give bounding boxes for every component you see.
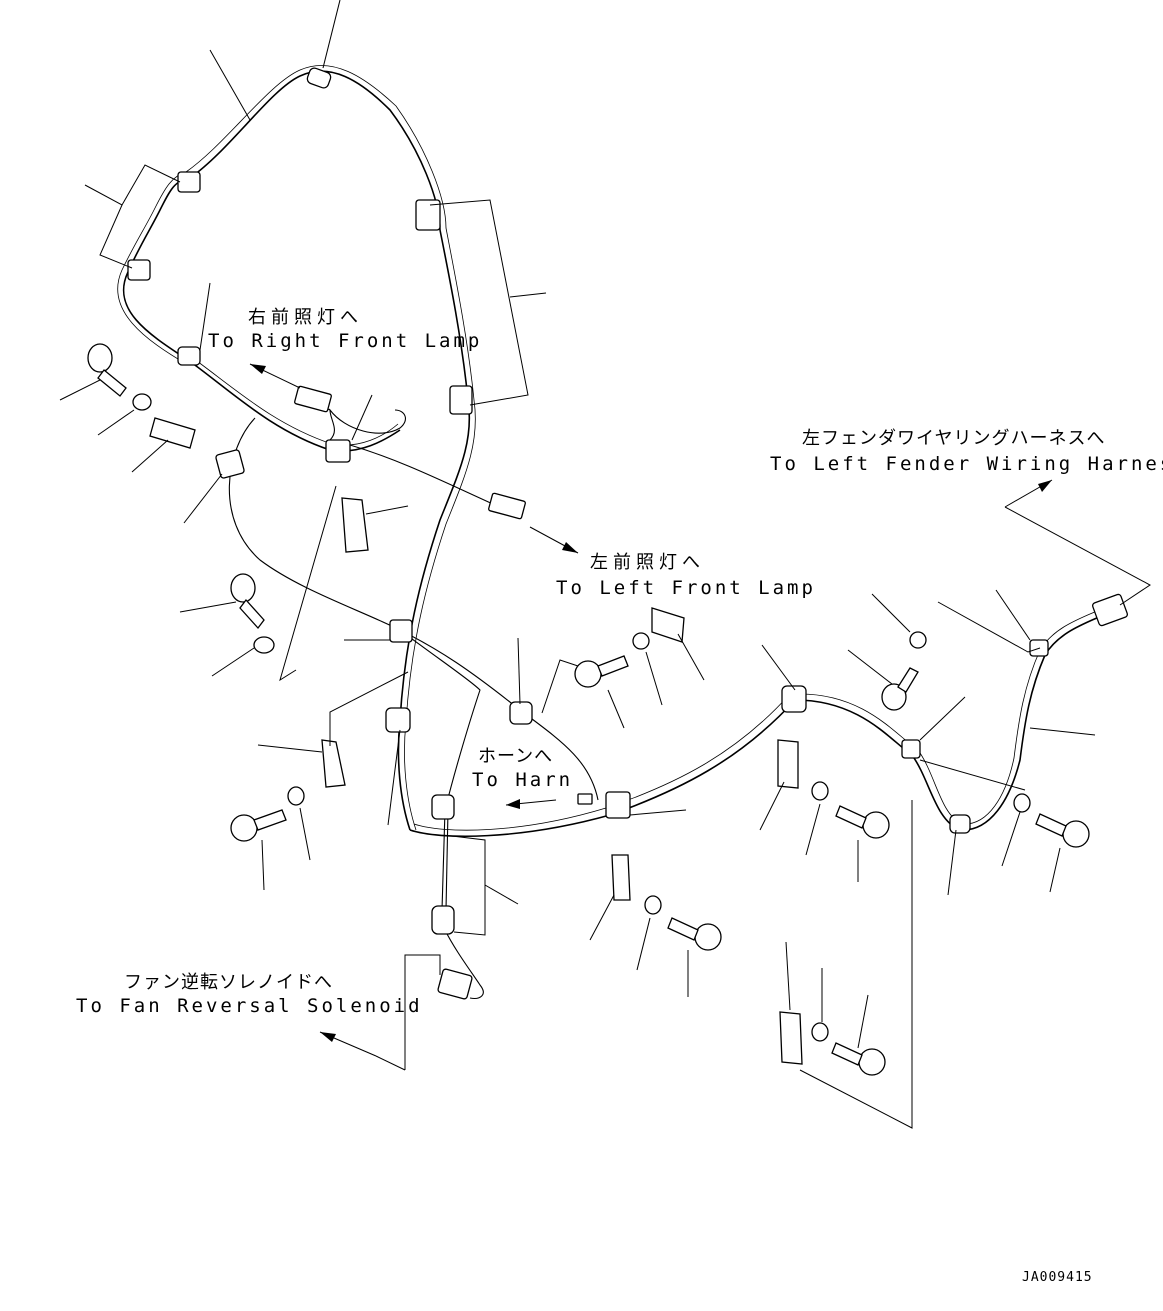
arrow-to-horn [505, 799, 557, 809]
label-fan-solenoid-en: To Fan Reversal Solenoid [76, 995, 423, 1017]
harness-clips [127, 67, 1049, 935]
brackets [149, 417, 803, 1065]
arrow-to-fan-solenoid [319, 1031, 377, 1057]
label-left-fender-en: To Left Fender Wiring Harness [770, 453, 1163, 475]
bolt-3 [230, 809, 287, 842]
bolts [87, 343, 1090, 1076]
bolt-2 [230, 573, 265, 630]
bolt-5 [881, 667, 919, 711]
label-right-front-lamp-jp: 右前照灯へ [248, 307, 363, 328]
arrow-to-left-front-lamp [529, 526, 579, 554]
label-horn-jp: ホーンへ [478, 746, 553, 767]
bolt-6 [835, 805, 890, 839]
bolt-7 [1035, 813, 1090, 848]
text-labels: 右前照灯へ To Right Front Lamp 左前照灯へ To Left … [76, 307, 1163, 1285]
bolt-4 [574, 655, 629, 688]
arrow-to-left-fender [1004, 479, 1053, 508]
label-horn-en: To Harn [472, 769, 573, 791]
thin-wires [228, 399, 599, 999]
leader-lines [59, 0, 1151, 1129]
label-left-front-lamp-en: To Left Front Lamp [556, 577, 816, 599]
bolt-9 [831, 1042, 886, 1076]
direction-arrows [249, 363, 1053, 1057]
main-harness [117, 65, 1111, 838]
label-right-front-lamp-en: To Right Front Lamp [208, 330, 482, 352]
connectors [294, 385, 1129, 1000]
bolt-1 [87, 343, 127, 397]
drawing-code: JA009415 [1022, 1270, 1093, 1285]
label-left-fender-jp: 左フェンダワイヤリングハーネスへ [802, 428, 1105, 449]
bolt-8 [667, 917, 722, 951]
arrow-to-right-front-lamp [249, 363, 301, 389]
label-fan-solenoid-jp: ファン逆転ソレノイドへ [124, 972, 333, 993]
washers [132, 393, 1031, 1042]
label-left-front-lamp-jp: 左前照灯へ [590, 552, 705, 573]
